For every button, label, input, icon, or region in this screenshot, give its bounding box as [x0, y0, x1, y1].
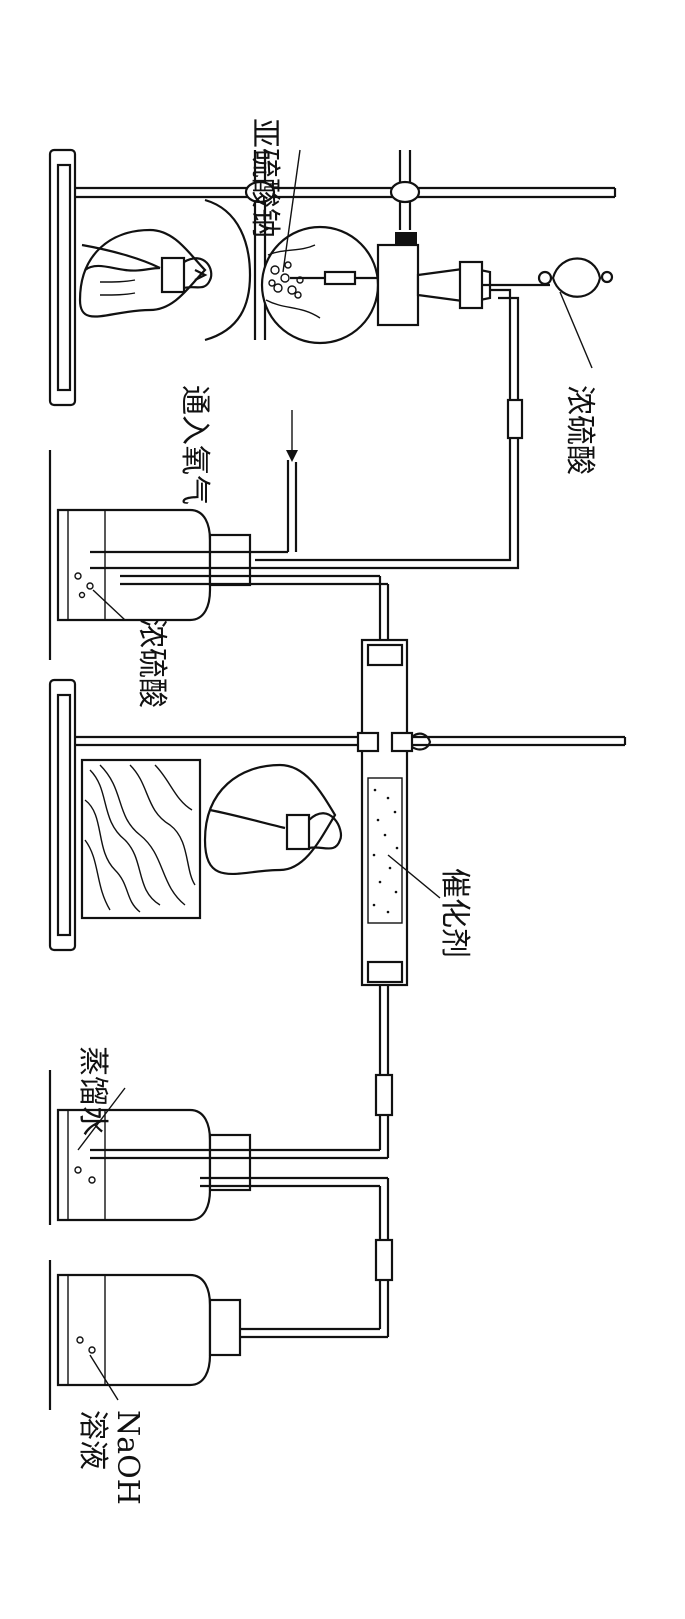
label-catalyst: 催化剂 [437, 868, 472, 958]
round-bottom-flask [260, 225, 420, 345]
drying-bottle [48, 450, 388, 660]
leader-lines [77, 149, 593, 1401]
wooden-block [80, 758, 202, 920]
catalyst-tube [356, 638, 432, 987]
delivery-tube-1 [255, 288, 524, 570]
label-naoh: NaOH [110, 1410, 145, 1505]
label-solution: 溶液 [75, 1410, 110, 1470]
absorption-bottle-naoh [48, 1260, 242, 1410]
label-conc-h2so4-top: 浓硫酸 [562, 385, 597, 475]
catalyst-bed [367, 777, 403, 924]
label-sodium-sulfite: 亚硫酸钠 [247, 118, 282, 238]
oxygen-inlet-tube [255, 410, 298, 554]
delivery-tube-3 [255, 985, 394, 1160]
label-oxygen-in: 通入氧气 [177, 385, 212, 505]
delivery-tube-2 [378, 576, 390, 640]
top-iron-stand [48, 148, 617, 407]
upper-clamps [244, 150, 421, 340]
label-conc-h2so4-bottle: 浓硫酸 [134, 618, 169, 708]
labels: 亚硫酸钠 浓硫酸 通入氧气 浓硫酸 催化剂 蒸馏水 NaOH 溶液 [75, 118, 597, 1505]
absorption-bottle-water [48, 1070, 388, 1225]
middle-burner [203, 763, 343, 876]
separatory-funnel [416, 257, 614, 310]
label-distilled-water: 蒸馏水 [75, 1046, 110, 1136]
middle-iron-stand [48, 678, 627, 952]
top-burner [78, 198, 252, 342]
